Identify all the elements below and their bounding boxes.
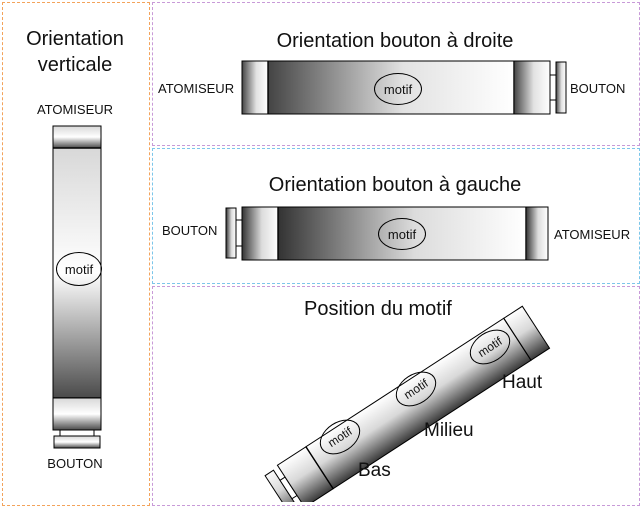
vertical-cap-top bbox=[52, 125, 102, 149]
button-right-title: Orientation bouton à droite bbox=[276, 30, 514, 52]
button-right-atomiseur-label: ATOMISEUR bbox=[158, 81, 235, 96]
vertical-bottle-drawing bbox=[52, 125, 102, 449]
vertical-atomiseur-label: ATOMISEUR bbox=[36, 102, 114, 117]
button-left-atomiseur-label: ATOMISEUR bbox=[554, 227, 631, 242]
button-left-title: Orientation bouton à gauche bbox=[268, 174, 522, 196]
button-left-motif: motif bbox=[378, 218, 426, 250]
vertical-motif: motif bbox=[56, 252, 102, 286]
vertical-button bbox=[53, 435, 101, 449]
position-label-milieu: Milieu bbox=[424, 420, 474, 441]
vertical-bouton-label: BOUTON bbox=[47, 456, 103, 471]
vertical-title: Orientation verticale bbox=[26, 28, 124, 76]
button-left-bouton-label: BOUTON bbox=[162, 223, 218, 238]
position-label-haut: Haut bbox=[502, 372, 543, 393]
vertical-button-neck bbox=[59, 429, 95, 437]
panel-button-left: Orientation bouton à gauche BOUTON motif… bbox=[152, 148, 638, 282]
button-right-motif: motif bbox=[374, 73, 422, 105]
vertical-body-end bbox=[52, 397, 102, 431]
position-label-bas: Bas bbox=[358, 460, 391, 481]
panel-position: Position du motif motif motif motif Haut… bbox=[152, 286, 638, 504]
button-right-bouton-label: BOUTON bbox=[570, 81, 626, 96]
panel-vertical: Orientation verticale ATOMISEUR motif BO… bbox=[2, 2, 148, 504]
panel-button-right: Orientation bouton à droite ATOMISEUR mo… bbox=[152, 2, 638, 144]
position-bottle-drawing bbox=[264, 305, 551, 502]
position-title: Position du motif bbox=[304, 298, 452, 320]
